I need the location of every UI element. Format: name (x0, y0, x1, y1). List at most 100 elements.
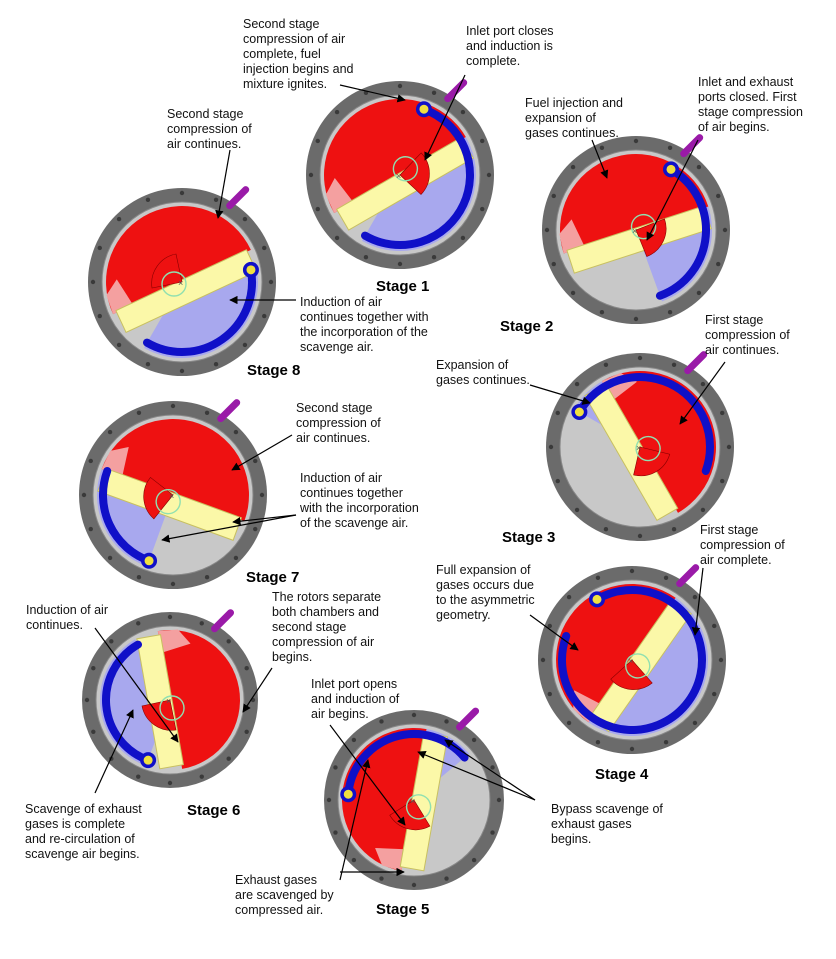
stage-4-title: Stage 4 (595, 766, 649, 783)
combustion-region (106, 206, 251, 315)
casing-bolt (170, 403, 176, 409)
leader-s7-2a (232, 514, 297, 526)
casing-bolt (548, 444, 554, 450)
casing-bolt (97, 313, 102, 319)
casing-bolt (226, 639, 231, 644)
annotation-s8-compression: Second stage compression of air continue… (167, 107, 252, 151)
casing-bolt (179, 368, 185, 374)
stage-2-engine: × (542, 134, 730, 324)
casing-bolt (555, 478, 560, 484)
casing-bolt (696, 164, 702, 170)
casing-bolt (496, 797, 502, 803)
annotation-s7-compression: Second stage compression of air continue… (296, 401, 381, 445)
casing-bolt (363, 255, 369, 260)
casing-bolt (213, 197, 219, 202)
casing-bolt (595, 575, 601, 580)
casing-bolt (84, 697, 90, 703)
casing-bolt (213, 362, 219, 367)
stage-1-engine: × (306, 79, 494, 269)
casing-bolt (633, 138, 639, 144)
casing-bolt (334, 109, 340, 115)
casing-bolt (411, 712, 417, 718)
fuel-injector-icon (456, 707, 480, 731)
stage-3-engine: × (546, 351, 734, 541)
leader-s5-3a (339, 759, 371, 881)
stage-8-title: Stage 8 (247, 362, 301, 379)
casing-bolt (242, 342, 248, 348)
pivot-core (246, 265, 256, 275)
rotor-wedge (610, 659, 653, 690)
rotor-arc (143, 265, 256, 356)
casing-bolt (595, 740, 601, 745)
axis-mark: × (628, 656, 633, 666)
pivot-core (592, 594, 602, 604)
combustion-region (602, 371, 716, 513)
casing-bolt (233, 429, 239, 435)
leader-s4-1 (691, 567, 704, 636)
rotor-hub (392, 156, 419, 182)
rotor-wedge (633, 446, 671, 477)
casing-bolt (315, 206, 320, 212)
pivot-core (144, 556, 154, 566)
leader-s2-1 (591, 139, 609, 179)
rotor-arc (575, 373, 714, 475)
casing-bolt (540, 657, 546, 663)
casing-bolt (551, 261, 556, 267)
casing-bolt (555, 410, 560, 416)
fuel-injector-icon (217, 399, 241, 423)
stage-8-engine: × (88, 186, 276, 376)
casing-bolt (107, 429, 113, 435)
casing-bolt (97, 245, 102, 251)
leader-s3-1 (679, 361, 726, 425)
rotor-wedge (143, 476, 174, 520)
casing-bolt (671, 362, 677, 367)
combustion-region (560, 154, 709, 254)
casing-bolt (308, 172, 314, 178)
leader-s3-2 (529, 384, 591, 405)
casing-bolt (136, 575, 142, 580)
casing-bolt (700, 507, 706, 513)
casing-bolt (490, 765, 495, 770)
annotation-s4-compression-complete: First stage compression of air complete. (700, 523, 785, 567)
casing-bolt (629, 746, 635, 752)
annotation-s7-induction: Induction of air continues together with… (300, 471, 419, 530)
axis-mark: × (410, 796, 415, 806)
axis-mark: × (632, 226, 637, 236)
casing-bolt (233, 555, 239, 561)
casing-bolt (411, 882, 417, 888)
casing-bolt (700, 381, 706, 387)
rotor-hub (635, 435, 661, 462)
casing-bolt (486, 172, 492, 178)
casing-bolt (663, 575, 669, 580)
casing-bolt (116, 342, 122, 348)
exhaust-region (559, 219, 585, 254)
casing-bolt (431, 90, 437, 95)
casing-bolt (244, 666, 249, 671)
casing-bolt (566, 594, 572, 600)
casing-bolt (718, 657, 724, 663)
rotor-arc (361, 105, 474, 249)
stage-2-title: Stage 2 (500, 318, 554, 335)
stage-4-engine: × (538, 564, 726, 754)
leader-s6-3 (94, 709, 134, 794)
casing-bolt (88, 526, 93, 532)
rotor-arc (99, 467, 154, 565)
annotation-s1-ignition: Second stage compression of air complete… (243, 17, 354, 91)
axis-mark: × (178, 278, 183, 288)
casing-bolt (145, 362, 151, 367)
casing-bolt (603, 527, 609, 532)
casing-bolt (663, 740, 669, 745)
casing-bolt (570, 164, 576, 170)
casing-bolt (199, 774, 204, 779)
casing-bolt (242, 216, 248, 222)
casing-bolt (722, 227, 728, 233)
pivot-core (574, 407, 584, 417)
leader-s2-2 (646, 139, 699, 241)
annotation-s5-bypass-scavenge: Bypass scavenge of exhaust gases begins. (551, 802, 663, 846)
rotor-hub (405, 794, 432, 820)
casing-bolt (179, 190, 185, 196)
casing-bolt (333, 830, 338, 835)
pivot-core (143, 755, 153, 765)
casing-bolt (204, 575, 210, 580)
